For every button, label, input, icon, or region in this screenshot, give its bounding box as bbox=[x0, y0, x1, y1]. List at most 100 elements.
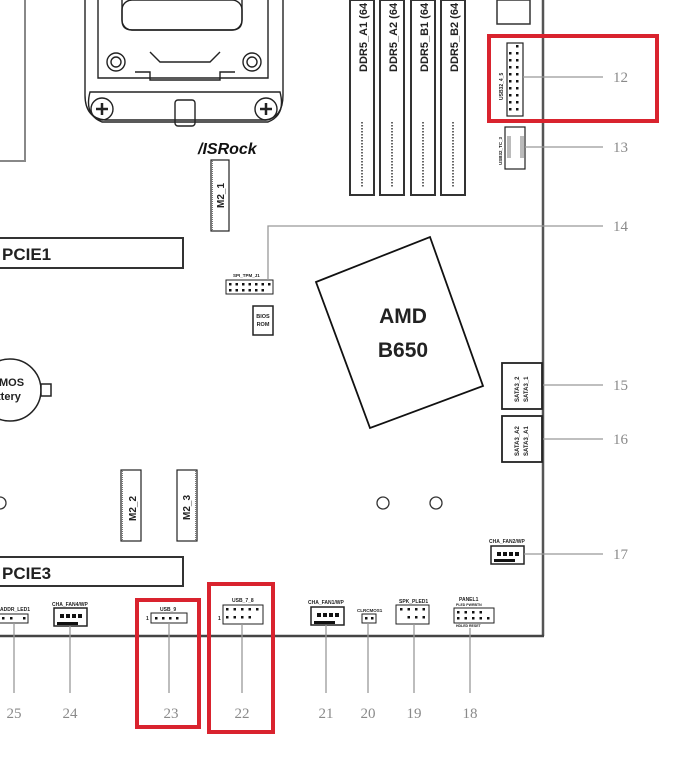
cha-fan1-header: CHA_FAN1/WP bbox=[308, 600, 345, 626]
cpu-socket bbox=[84, 0, 284, 127]
spk-pled-header: SPK_PLED1 bbox=[395, 599, 430, 625]
header-pin bbox=[516, 94, 519, 97]
header-pin bbox=[226, 608, 229, 611]
chipset: AMD B650 bbox=[314, 235, 485, 430]
svg-text:CHA_FAN4/WP: CHA_FAN4/WP bbox=[52, 602, 89, 608]
cha-fan2-header: CHA_FAN2/WP bbox=[489, 539, 526, 565]
usb32-4-5-header: USB32_4_5 bbox=[499, 42, 524, 117]
svg-text:SATA3_1: SATA3_1 bbox=[524, 376, 530, 402]
svg-text:HDLED RESET: HDLED RESET bbox=[456, 624, 482, 628]
header-pin bbox=[516, 108, 519, 111]
callout-17: 17 bbox=[613, 547, 629, 563]
header-pin bbox=[487, 617, 490, 620]
dimm-slots: DDR5_A1 (64 DDR5_A2 (64 DDR5_B1 (64 DDR5… bbox=[349, 0, 466, 196]
callout-24: 24 bbox=[63, 706, 79, 722]
atx-power-connector bbox=[496, 0, 531, 25]
header-pin bbox=[229, 289, 232, 292]
sata-connector-top: SATA3_2 SATA3_1 bbox=[501, 362, 543, 410]
header-pin bbox=[516, 73, 519, 76]
pcie1-slot: PCIE1 bbox=[0, 237, 184, 269]
header-pin bbox=[268, 283, 271, 286]
mounting-hole bbox=[0, 496, 7, 510]
header-pin bbox=[235, 283, 238, 286]
callout-18: 18 bbox=[463, 706, 478, 722]
header-pin bbox=[241, 616, 244, 619]
callout-23: 23 bbox=[164, 706, 179, 722]
dimm-label-a1: DDR5_A1 (64 bbox=[358, 2, 370, 72]
header-pin bbox=[457, 617, 460, 620]
callout-line-14 bbox=[267, 225, 603, 280]
header-pin bbox=[472, 617, 475, 620]
header-pin bbox=[415, 616, 418, 619]
header-pin bbox=[479, 617, 482, 620]
svg-text:M2_3: M2_3 bbox=[182, 495, 193, 520]
svg-text:M2_1: M2_1 bbox=[216, 183, 227, 208]
pcie3-slot: PCIE3 bbox=[0, 556, 184, 587]
dimm-label-a2: DDR5_A2 (64 bbox=[388, 2, 400, 72]
callout-14: 14 bbox=[613, 219, 629, 235]
sata-connector-bottom: SATA3_A2 SATA3_A1 bbox=[501, 415, 543, 463]
header-pin bbox=[415, 608, 418, 611]
svg-text:ROM: ROM bbox=[257, 322, 270, 328]
highlight-box-12 bbox=[487, 34, 659, 123]
svg-text:CLRCMOS1: CLRCMOS1 bbox=[357, 608, 383, 613]
svg-text:SATA3_2: SATA3_2 bbox=[515, 376, 521, 402]
header-pin bbox=[248, 283, 251, 286]
header-pin bbox=[509, 87, 512, 90]
header-pin bbox=[472, 611, 475, 614]
header-pin bbox=[422, 616, 425, 619]
header-pin bbox=[516, 45, 519, 48]
svg-text:SATA3_A2: SATA3_A2 bbox=[515, 426, 521, 456]
header-pin bbox=[255, 289, 258, 292]
header-pin bbox=[516, 52, 519, 55]
panel1-header: PANEL1 PLED PWRBTN HDLED RESET bbox=[453, 597, 495, 628]
header-pin bbox=[509, 66, 512, 69]
header-pin bbox=[261, 289, 264, 292]
usb32-4-5-label: USB32_4_5 bbox=[499, 73, 505, 100]
header-pin bbox=[248, 608, 251, 611]
svg-text:1: 1 bbox=[146, 616, 149, 622]
callout-19: 19 bbox=[407, 706, 422, 722]
header-pin bbox=[242, 283, 245, 286]
header-pin bbox=[509, 73, 512, 76]
asrock-logo: /ISRock bbox=[197, 141, 258, 158]
callout-15: 15 bbox=[613, 378, 628, 394]
header-pin bbox=[407, 616, 410, 619]
cha-fan4-header: CHA_FAN4/WP bbox=[52, 602, 89, 627]
svg-text:PCIE1: PCIE1 bbox=[2, 245, 51, 264]
svg-text:SPK_PLED1: SPK_PLED1 bbox=[399, 599, 428, 605]
callout-21: 21 bbox=[319, 706, 334, 722]
svg-text:USB_7_8: USB_7_8 bbox=[232, 598, 254, 604]
highlight-box-22 bbox=[207, 582, 275, 734]
m2-2-slot: M2_2 bbox=[120, 469, 142, 542]
header-pin bbox=[235, 289, 238, 292]
highlight-box-23 bbox=[135, 598, 201, 729]
svg-text:USB32_TC_3: USB32_TC_3 bbox=[498, 136, 503, 165]
mounting-hole bbox=[429, 496, 443, 510]
header-pin bbox=[255, 283, 258, 286]
header-pin bbox=[422, 608, 425, 611]
svg-text:MOS: MOS bbox=[0, 377, 24, 389]
header-pin bbox=[516, 66, 519, 69]
usb-7-8-header: USB_7_8 1 bbox=[218, 598, 264, 625]
clrcmos-header: CLRCMOS1 bbox=[357, 608, 383, 624]
rear-io-cover bbox=[0, 0, 26, 162]
callout-16: 16 bbox=[613, 432, 629, 448]
cmos-battery: MOS ttery bbox=[0, 358, 52, 422]
chipset-line1: AMD bbox=[379, 305, 427, 328]
header-pin bbox=[233, 608, 236, 611]
header-pin bbox=[509, 80, 512, 83]
header-pin bbox=[400, 608, 403, 611]
callout-13: 13 bbox=[613, 140, 628, 156]
header-pin bbox=[516, 87, 519, 90]
dimm-slot-a1 bbox=[349, 0, 375, 196]
header-pin bbox=[457, 611, 460, 614]
header-pin bbox=[229, 283, 232, 286]
header-pin bbox=[509, 94, 512, 97]
dimm-slot-b1 bbox=[410, 0, 436, 196]
svg-text:1: 1 bbox=[218, 616, 221, 622]
spi-tpm-header: SPI_TPM_J1 bbox=[225, 273, 274, 295]
header-pin bbox=[464, 611, 467, 614]
header-pin bbox=[509, 59, 512, 62]
